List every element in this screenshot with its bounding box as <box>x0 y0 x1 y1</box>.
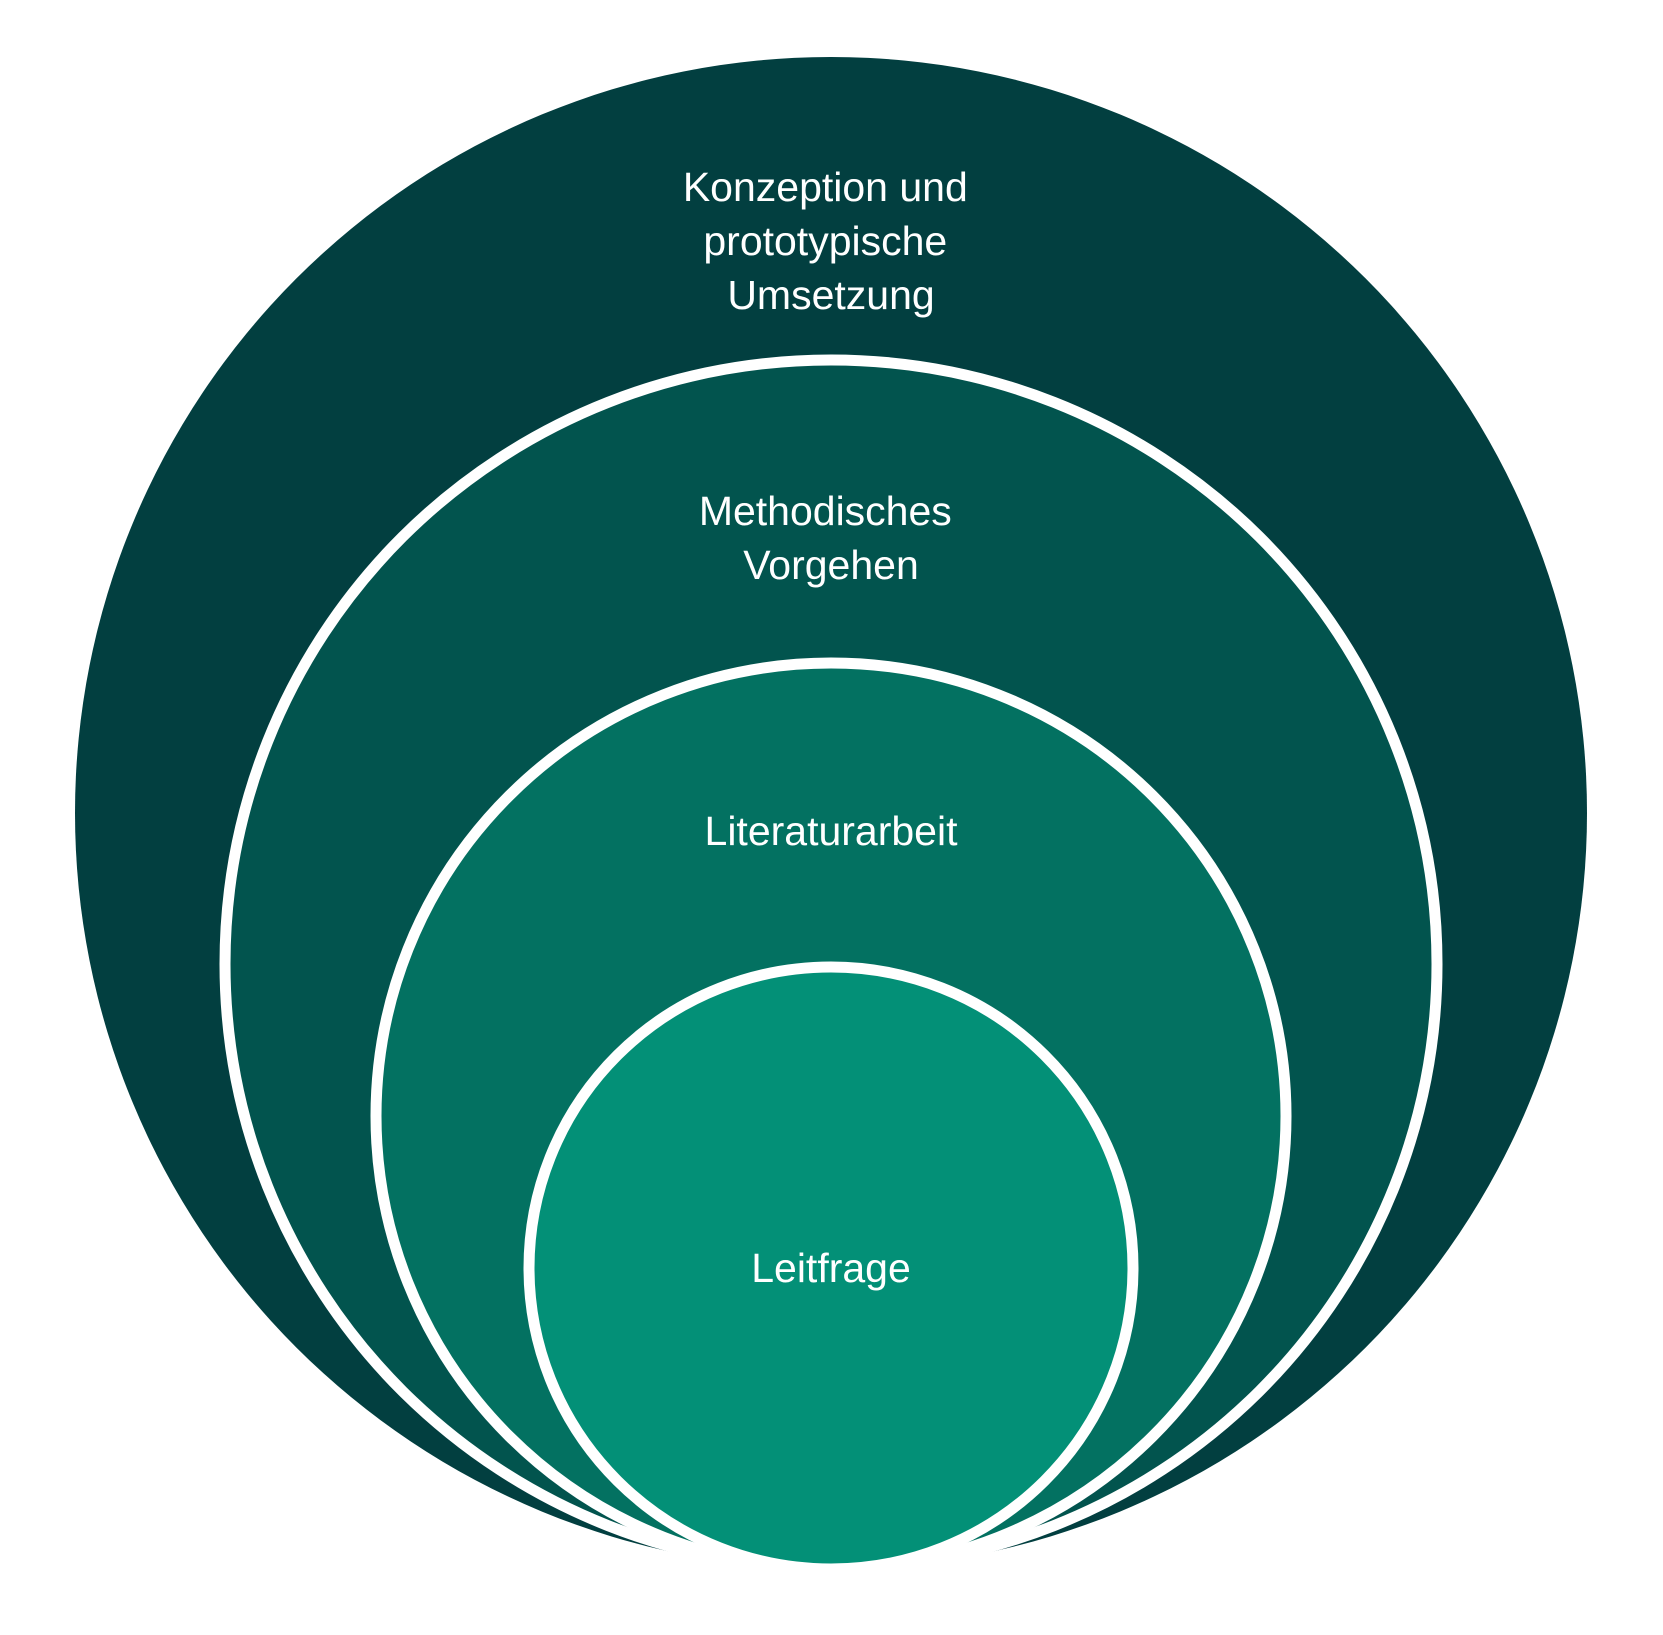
label-konzeption-line-1: Konzeption und <box>683 164 968 210</box>
circle-group-leitfrage: Leitfrage <box>523 961 1139 1575</box>
label-konzeption-line-3: Umsetzung <box>727 272 934 318</box>
label-literaturarbeit-line-1: Literaturarbeit <box>705 808 959 854</box>
label-leitfrage: Leitfrage <box>751 1245 911 1291</box>
label-leitfrage-line-1: Leitfrage <box>751 1245 911 1291</box>
label-methodisches-vorgehen: Methodisches Vorgehen <box>699 488 963 588</box>
label-literaturarbeit: Literaturarbeit <box>705 808 959 854</box>
label-konzeption-line-2: prototypische <box>703 218 947 264</box>
label-methodisches-vorgehen-line-2: Vorgehen <box>743 542 919 588</box>
label-konzeption: Konzeption und prototypische Umsetzung <box>683 164 979 318</box>
circle-leitfrage <box>523 961 1139 1575</box>
label-methodisches-vorgehen-line-1: Methodisches <box>699 488 952 534</box>
